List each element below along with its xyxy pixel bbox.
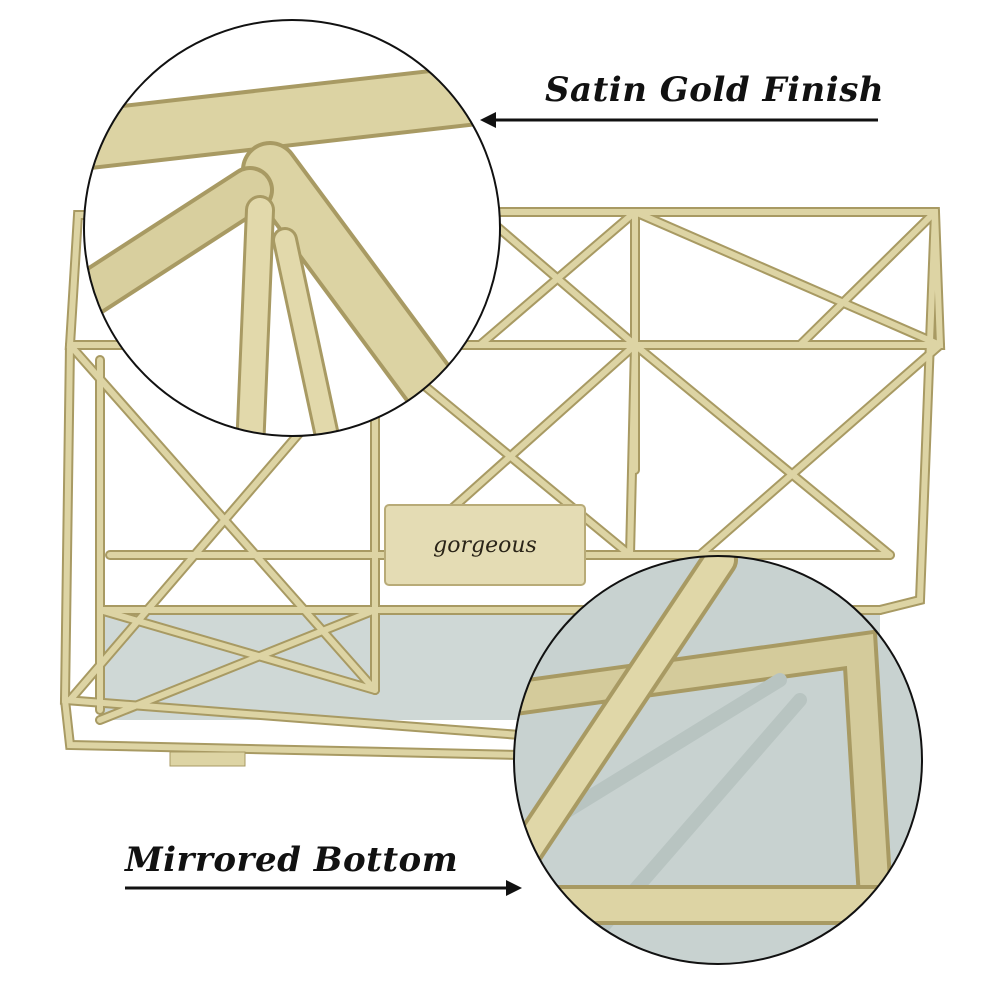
callout-mirrored-bottom: Mirrored Bottom (125, 840, 459, 880)
arrow-bottom (125, 880, 522, 896)
callout-satin-gold-finish: Satin Gold Finish (545, 70, 885, 110)
detail-circle-top (83, 19, 501, 437)
brand-badge: gorgeous (384, 504, 586, 586)
arrow-top (480, 112, 878, 128)
badge-text: gorgeous (433, 533, 537, 558)
